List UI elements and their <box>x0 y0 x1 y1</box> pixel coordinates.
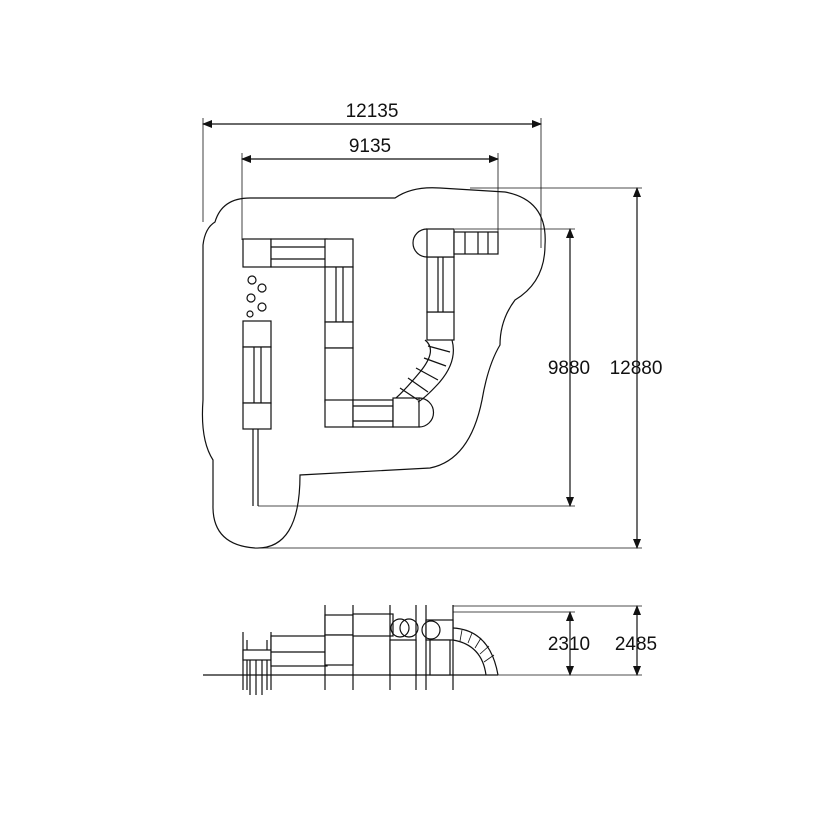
plan-view: 12135 9135 9880 12880 <box>201 101 663 549</box>
elevation-view: 2310 2485 <box>203 605 657 695</box>
dimension-platform-height: 2310 <box>453 611 590 676</box>
elevation-middle-tower <box>324 605 354 690</box>
dimension-total-depth: 12880 <box>255 187 663 549</box>
left-tower-structure <box>242 320 272 506</box>
top-slide <box>453 231 499 255</box>
right-tower-structure <box>412 228 455 341</box>
stepping-stones <box>246 275 267 318</box>
middle-tower-structure <box>324 266 354 428</box>
elevation-tunnel <box>352 613 394 637</box>
dimension-total-width: 12135 <box>202 101 542 248</box>
dim-platform-height-label: 2310 <box>548 634 590 655</box>
bottom-tunnel-structure <box>352 397 435 428</box>
top-bridge-structure <box>242 238 354 268</box>
elevation-curved-slide <box>452 627 499 676</box>
curved-slide <box>395 339 454 403</box>
dim-equipment-depth-label: 9880 <box>548 358 590 379</box>
safety-zone-outline <box>201 187 546 549</box>
dimension-equipment-width: 9135 <box>241 136 499 240</box>
elevation-bridge <box>270 635 328 667</box>
dimension-equipment-depth: 9880 <box>258 228 590 507</box>
elevation-left-tower <box>242 632 272 695</box>
dim-total-width-label: 12135 <box>346 101 399 122</box>
elevation-right-towers <box>389 605 454 690</box>
dim-total-depth-label: 12880 <box>610 358 663 379</box>
dimension-total-height: 2485 <box>453 605 657 676</box>
dim-total-height-label: 2485 <box>615 634 657 655</box>
dim-equipment-width-label: 9135 <box>349 136 391 157</box>
